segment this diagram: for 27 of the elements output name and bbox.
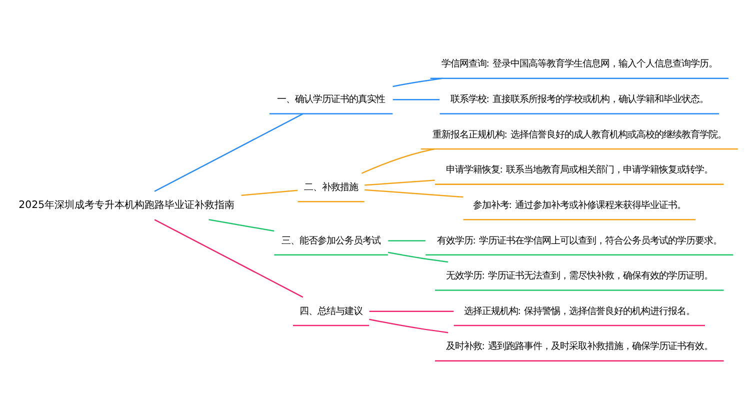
node-text: 三、能否参加公务员考试 bbox=[282, 234, 381, 246]
node-text: 2025年深圳成考专升本机构跑路毕业证补救指南 bbox=[18, 200, 235, 211]
node-text: 重新报名正规机构: 选择信誉良好的成人教育机构或高校的继续教育学院。 bbox=[432, 128, 726, 140]
connector bbox=[208, 218, 274, 232]
connector bbox=[361, 148, 435, 174]
connector bbox=[392, 77, 442, 87]
connector bbox=[364, 179, 435, 186]
node-text: 一、确认学历证书的真实性 bbox=[277, 94, 386, 105]
connector bbox=[364, 188, 464, 198]
node-text: 有效学历: 学历证书在学信网上可以查到，符合公务员考试的学历要求。 bbox=[436, 234, 722, 246]
connector bbox=[154, 218, 304, 298]
node-text: 二、补救措施 bbox=[304, 181, 358, 192]
node-text: 申请学籍恢复: 联系当地教育局或相关部门，申请学籍恢复或转学。 bbox=[446, 164, 713, 176]
connector bbox=[392, 98, 440, 100]
connector bbox=[369, 318, 448, 333]
node-text: 四、总结与建议 bbox=[300, 305, 363, 316]
connector bbox=[241, 189, 298, 196]
node-text: 无效学历: 学历证书无法查到，需尽快补救，确保有效的学历证明。 bbox=[446, 270, 713, 282]
node-text: 联系学校: 直接联系所报考的学校或机构，确认学籍和毕业状态。 bbox=[450, 94, 708, 105]
node-text: 选择正规机构: 保持警惕，选择信誉良好的机构进行报名。 bbox=[464, 305, 695, 316]
connector bbox=[388, 251, 448, 262]
node-text: 参加补考: 通过参加补考或补修课程来获得毕业证书。 bbox=[472, 199, 686, 210]
node-text: 及时补救: 遇到跑路事件，及时采取补救措施，确保学历证书有效。 bbox=[446, 340, 713, 352]
connector bbox=[369, 310, 454, 312]
connector bbox=[154, 112, 304, 192]
node-text: 学信网查询: 登录中国高等教育学生信息网，输入个人信息查询学历。 bbox=[441, 58, 718, 70]
connector bbox=[388, 240, 426, 241]
